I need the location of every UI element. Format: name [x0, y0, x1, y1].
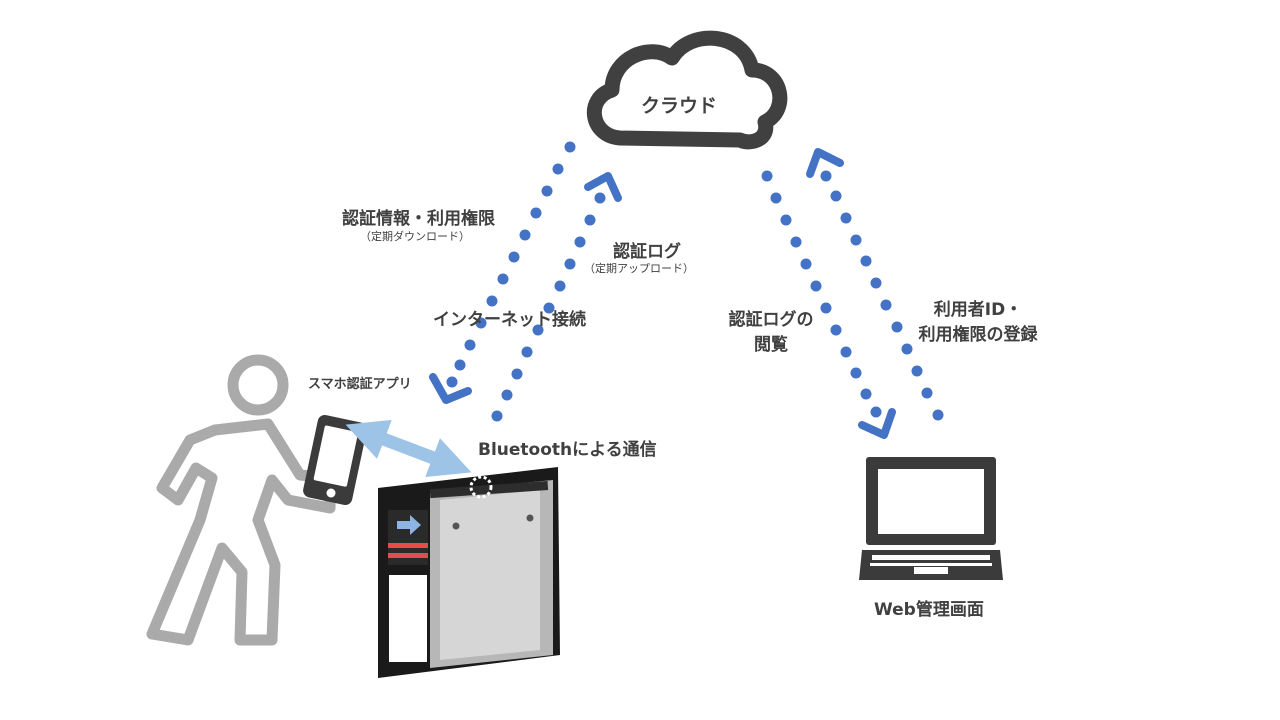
register-label: 利用者ID・ 利用権限の登録 — [908, 295, 1048, 345]
register-dots — [820, 170, 944, 421]
view-log-line2: 閲覧 — [754, 335, 788, 355]
upload-dotted-arrow — [491, 172, 622, 422]
register-line1: 利用者ID・ — [933, 300, 1023, 320]
app-label: スマホ認証アプリ — [308, 377, 412, 392]
arrow-right-icon — [397, 515, 421, 535]
upload-label: 認証ログ — [613, 242, 681, 262]
view-log-dots — [761, 170, 882, 418]
person-walking-icon — [146, 354, 336, 646]
download-sublabel: （定期ダウンロード） — [360, 230, 470, 243]
download-dotted-arrow — [429, 141, 576, 404]
bluetooth-label: Bluetoothによる通信 — [478, 440, 657, 460]
internet-label: インターネット接続 — [433, 310, 586, 330]
upload-dots — [491, 192, 606, 422]
view-log-line1: 認証ログの — [728, 310, 814, 330]
upload-arrowhead — [584, 172, 622, 202]
cloud-label: クラウド — [641, 95, 718, 117]
smartphone-icon — [303, 415, 367, 505]
bluetooth-arrow — [345, 419, 472, 478]
laptop-icon — [859, 457, 1003, 580]
view-log-label: 認証ログの 閲覧 — [722, 305, 820, 355]
view-log-dotted-arrow — [761, 170, 896, 439]
cloud-icon — [587, 30, 788, 150]
download-arrowhead — [429, 373, 472, 404]
sensor-ring-icon — [469, 475, 493, 499]
view-log-arrowhead — [858, 408, 896, 439]
access-control-device-icon — [378, 467, 560, 678]
laptop-label: Web管理画面 — [874, 600, 984, 620]
register-dotted-arrow — [806, 148, 944, 421]
register-arrowhead — [806, 148, 844, 178]
download-dots — [446, 141, 576, 388]
upload-sublabel: （定期アップロード） — [584, 262, 694, 275]
download-label: 認証情報・利用権限 — [342, 209, 495, 229]
register-line2: 利用権限の登録 — [918, 325, 1038, 345]
